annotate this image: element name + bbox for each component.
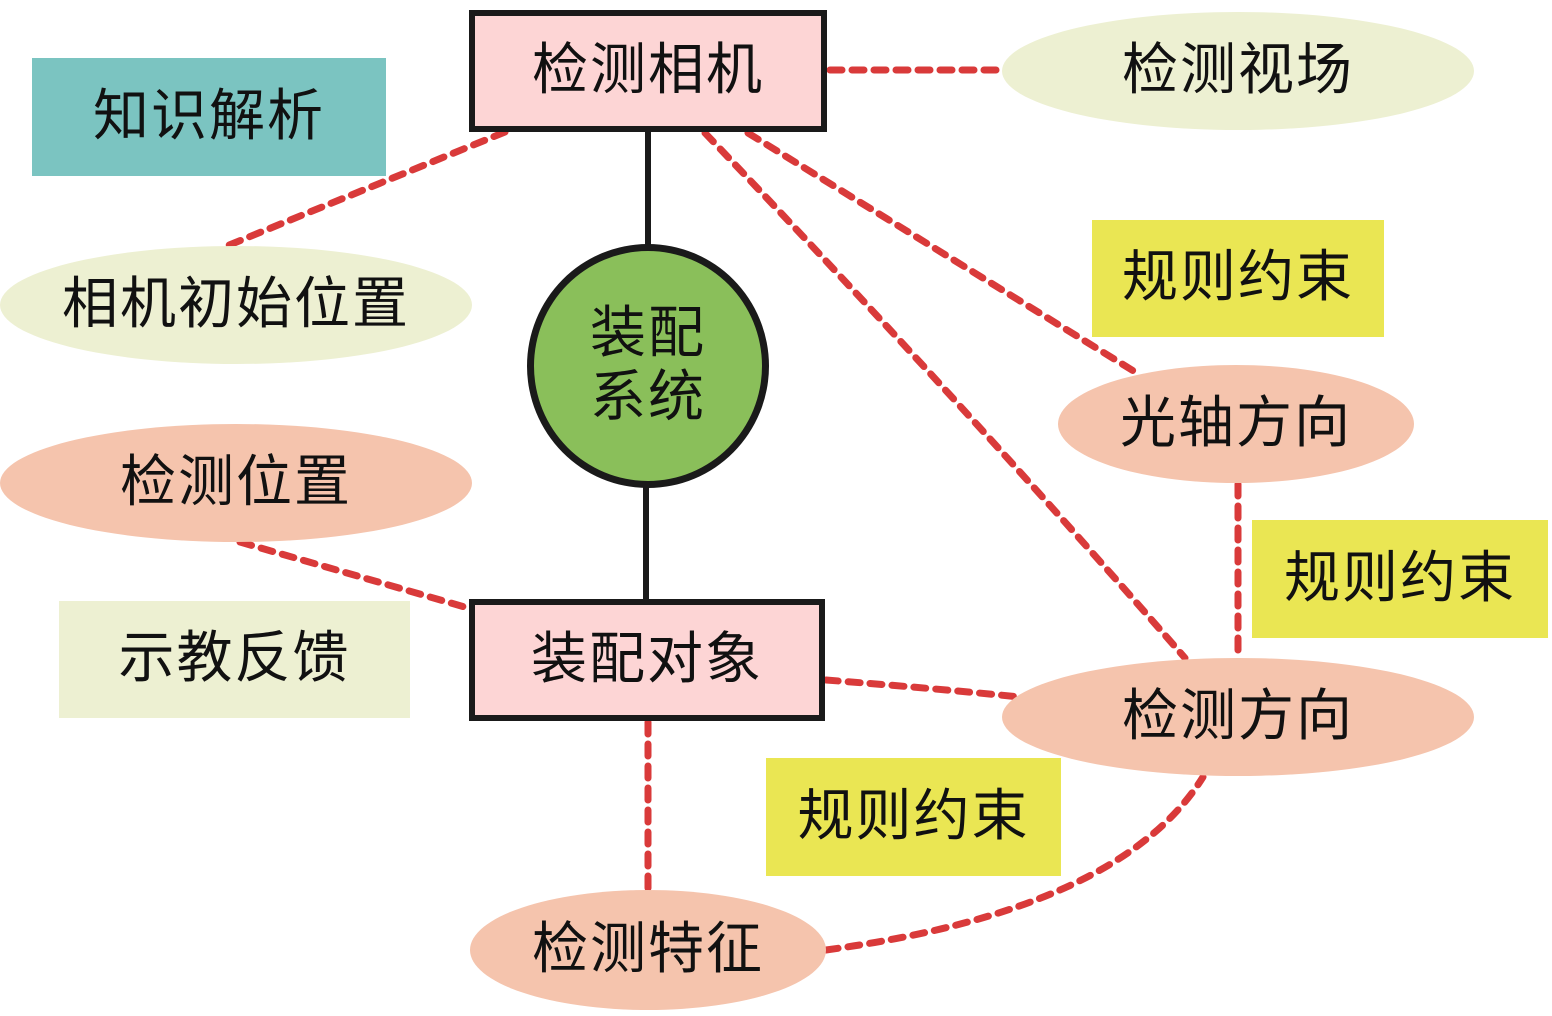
detection-feature-node: 检测特征	[470, 890, 826, 1010]
camera-node-text: 检测相机	[532, 37, 764, 103]
knowledge-parsing-text: 知识解析	[93, 83, 325, 149]
detection-feature-text: 检测特征	[532, 916, 764, 982]
assembly-system-text-line2: 系统	[590, 365, 706, 430]
teaching-feedback-text: 示教反馈	[118, 626, 351, 692]
link-detection-position-object	[236, 538, 472, 612]
camera-node: 检测相机	[469, 10, 827, 132]
rule-constraint-text-1: 规则约束	[1122, 245, 1354, 311]
rule-constraint-label-1: 规则约束	[1092, 220, 1384, 337]
detection-position-text: 检测位置	[120, 449, 352, 515]
rule-constraint-label-2: 规则约束	[1252, 520, 1548, 638]
detection-direction-text: 检测方向	[1122, 683, 1354, 749]
assembly-system-text-line1: 装配	[590, 300, 706, 366]
assembly-system-node: 装配 系统	[527, 244, 769, 488]
assembly-object-node: 装配对象	[469, 599, 825, 721]
knowledge-parsing-label: 知识解析	[32, 58, 386, 176]
link-object-detection-direction	[822, 676, 1024, 701]
field-of-view-node: 检测视场	[1002, 12, 1474, 130]
detection-direction-node: 检测方向	[1002, 658, 1474, 776]
link-feature-detection-direction	[822, 773, 1207, 954]
rule-constraint-label-3: 规则约束	[766, 758, 1061, 876]
link-camera-initial-position	[218, 128, 509, 252]
camera-initial-position-node: 相机初始位置	[0, 246, 472, 364]
teaching-feedback-label: 示教反馈	[59, 601, 410, 718]
link-camera-detection-direction	[701, 129, 1189, 662]
rule-constraint-text-2: 规则约束	[1284, 545, 1516, 611]
camera-initial-position-text: 相机初始位置	[62, 271, 410, 337]
rule-constraint-text-3: 规则约束	[797, 783, 1030, 849]
detection-position-node: 检测位置	[0, 424, 472, 542]
field-of-view-text: 检测视场	[1122, 37, 1354, 103]
optical-axis-text: 光轴方向	[1120, 390, 1352, 456]
optical-axis-node: 光轴方向	[1058, 365, 1414, 483]
assembly-object-node-text: 装配对象	[531, 626, 763, 692]
link-camera-optical-axis	[744, 129, 1144, 379]
